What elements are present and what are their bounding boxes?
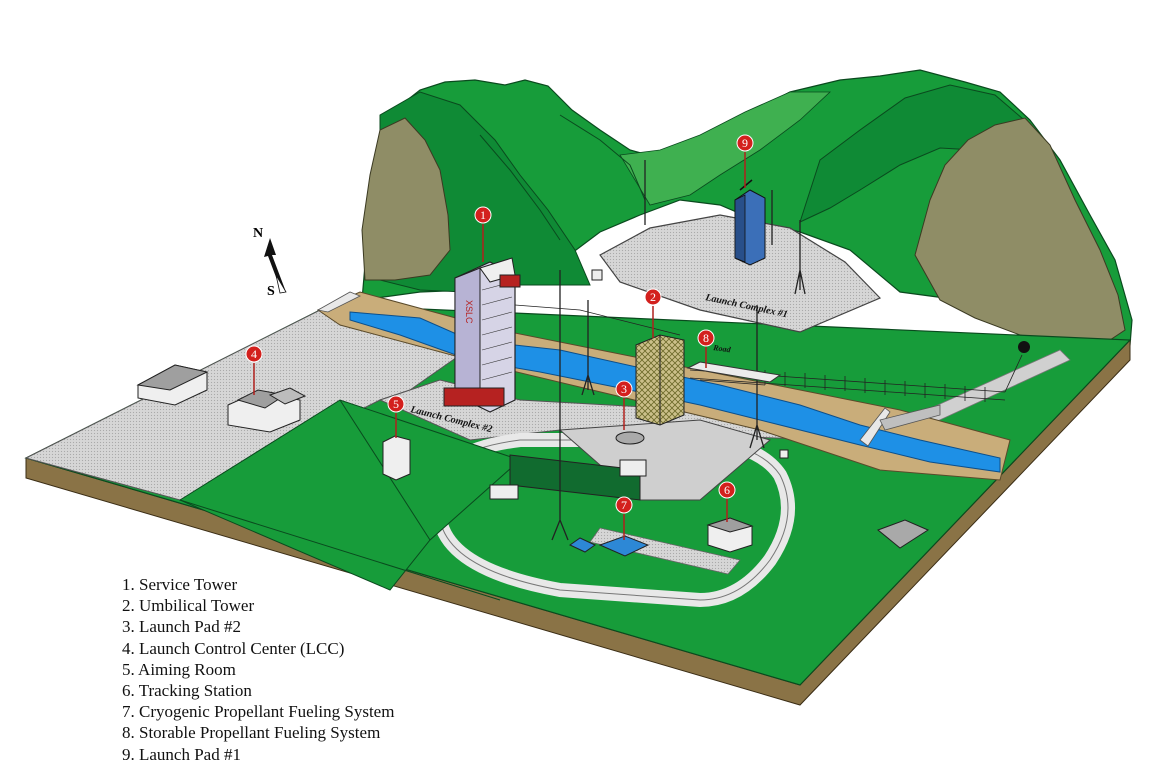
marker-8: 8 — [697, 329, 715, 368]
marker-1: 1 — [474, 206, 492, 262]
umbilical-tower — [635, 334, 685, 426]
legend-item: 7. Cryogenic Propellant Fueling System — [122, 702, 395, 722]
marker-7-number: 7 — [621, 498, 627, 512]
marker-7: 7 — [615, 496, 633, 540]
marker-2: 2 — [644, 288, 662, 338]
legend-item: 1. Service Tower — [122, 575, 238, 594]
legend-item: 9. Launch Pad #1 — [122, 744, 241, 764]
marker-4: 4 — [245, 345, 263, 395]
launch-pad-1-tower — [734, 179, 766, 266]
marker-8-number: 8 — [703, 331, 709, 345]
marker-3: 3 — [615, 380, 633, 430]
compass-south-label: S — [267, 284, 275, 299]
marker-9: 9 — [736, 134, 754, 188]
tunnel-entrance — [1018, 341, 1030, 353]
marker-6: 6 — [718, 481, 736, 522]
legend-item: 2. Umbilical Tower — [122, 596, 255, 616]
legend-list: 1. Service Tower 2. Umbilical Tower 3. L… — [122, 574, 394, 765]
road-label: Road — [712, 343, 732, 355]
buildings — [136, 269, 930, 557]
marker-5: 5 — [387, 395, 405, 438]
legend-item: 6. Tracking Station — [122, 681, 252, 701]
launch-pad-2-structures — [489, 419, 772, 501]
legend-item: 5. Aiming Room — [122, 659, 236, 679]
legend-item: 4. Launch Control Center (LCC) — [122, 638, 345, 658]
marker-4-number: 4 — [251, 347, 257, 361]
marker-5-number: 5 — [393, 397, 399, 411]
compass-arrow-icon — [264, 238, 287, 294]
marker-9-number: 9 — [742, 136, 748, 150]
legend-item: 8. Storable Propellant Fueling System — [122, 723, 381, 743]
marker-1-number: 1 — [480, 208, 486, 222]
tower-logo-text: XSLC — [464, 300, 474, 324]
marker-6-number: 6 — [724, 483, 730, 497]
marker-2-number: 2 — [650, 290, 656, 304]
compass-north-label: N — [253, 226, 264, 241]
service-tower: XSLC — [443, 257, 521, 413]
marker-3-number: 3 — [621, 382, 627, 396]
legend-item: 3. Launch Pad #2 — [122, 617, 241, 637]
